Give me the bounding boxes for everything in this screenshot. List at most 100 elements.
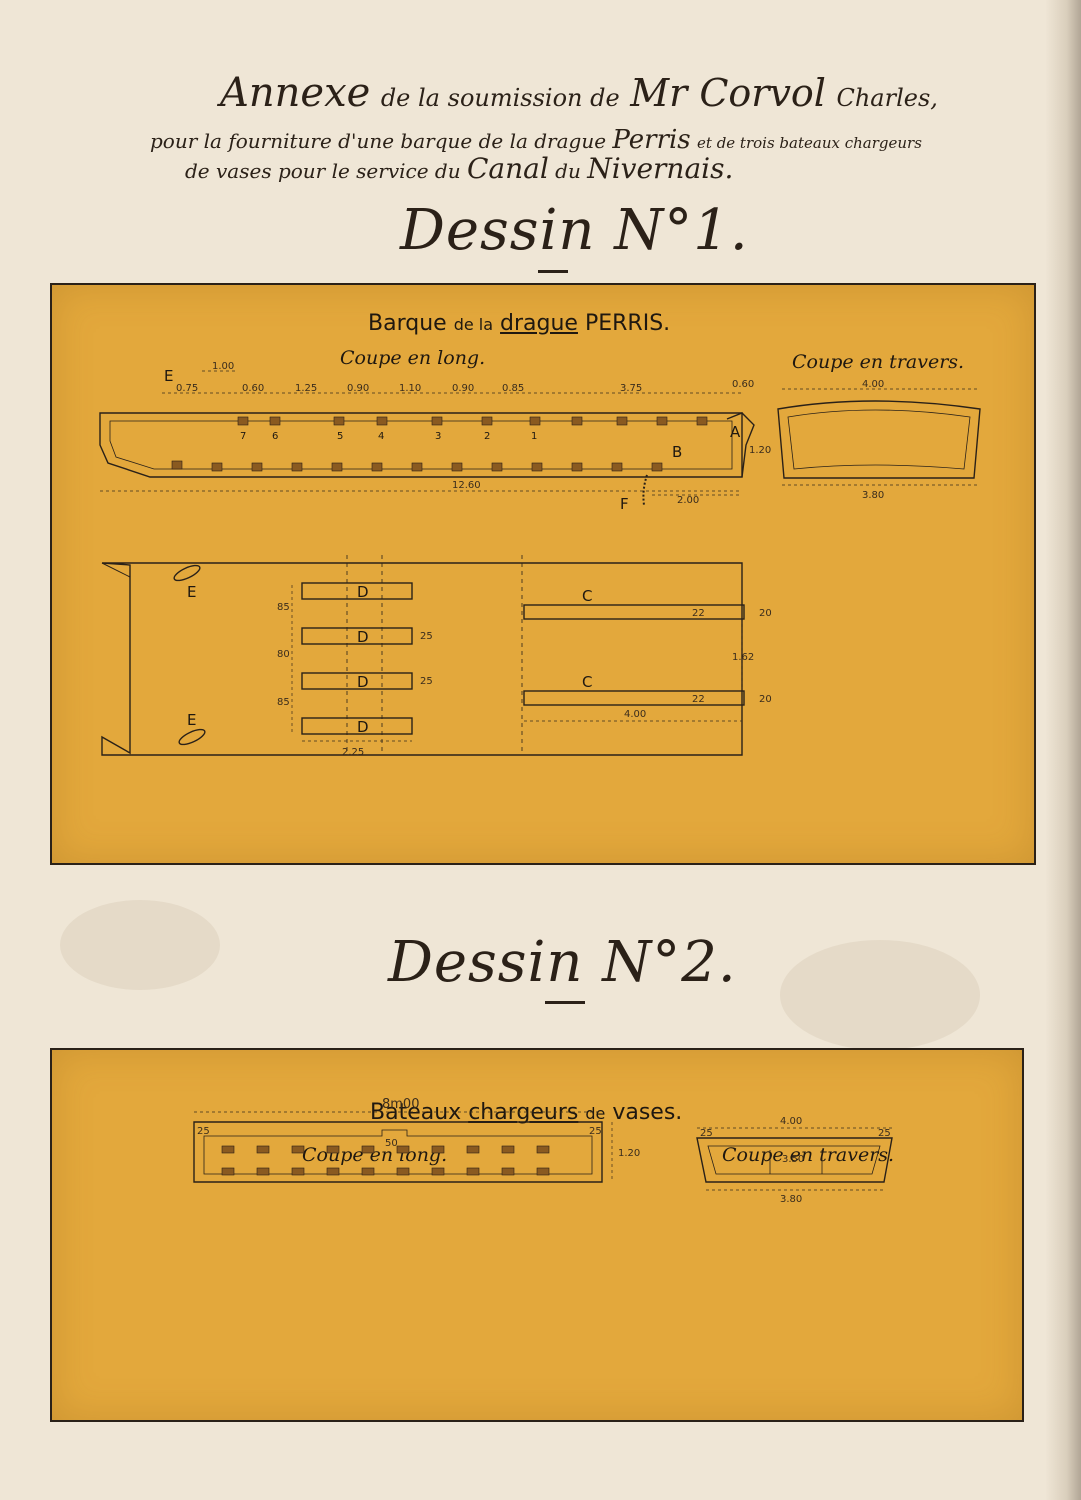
plan-dim: 80	[277, 649, 290, 660]
rib	[291, 1145, 305, 1154]
label-d: D	[357, 583, 369, 601]
rib	[491, 462, 503, 472]
rib-number: 7	[240, 431, 246, 442]
plan-dim: 85	[277, 697, 290, 708]
rib	[237, 416, 249, 426]
plan-dim: 22	[692, 608, 705, 619]
label-d: D	[357, 628, 369, 646]
rib	[611, 462, 623, 472]
header-canal: Canal	[466, 152, 549, 185]
rib	[481, 416, 493, 426]
plan-bow-line	[101, 562, 131, 578]
dim-label: 25	[589, 1126, 602, 1137]
paper-stain	[780, 940, 980, 1050]
rib	[221, 1145, 235, 1154]
beam-c	[523, 604, 745, 620]
opening-e	[173, 564, 201, 582]
rib	[291, 462, 303, 472]
dim-label: 0.85	[502, 383, 524, 394]
label-e: E	[164, 367, 173, 385]
rib	[171, 460, 183, 470]
coupe-en-travers-label: Coupe en travers.	[722, 1144, 895, 1166]
dim-label: 25	[700, 1128, 713, 1139]
rib	[529, 416, 541, 426]
panel-title-word: de	[585, 1104, 606, 1123]
cross-section-inner	[707, 1145, 881, 1175]
rib-number: 3	[435, 431, 441, 442]
rib	[501, 1145, 515, 1154]
plan-dim: 22	[692, 694, 705, 705]
header-line-3: de vases pour le service du Canal du Niv…	[185, 152, 733, 185]
rib	[571, 416, 583, 426]
rib	[536, 1145, 550, 1154]
panel-title-word: de la	[453, 315, 494, 334]
rib-number: 2	[484, 431, 490, 442]
dim-label: 0.90	[347, 383, 369, 394]
cross-section-hull	[696, 1137, 893, 1183]
header-text: du	[555, 159, 581, 183]
header-perris: Perris	[612, 125, 691, 155]
rib	[396, 1145, 410, 1154]
beam-d	[301, 672, 413, 690]
dim-label: 50	[385, 1138, 398, 1149]
plan-view-outline	[101, 562, 743, 756]
rib	[571, 462, 583, 472]
header-text: pour la fourniture d'une barque de la dr…	[150, 129, 607, 153]
dim-label: 1.10	[399, 383, 421, 394]
beam-c	[523, 690, 745, 706]
dim-length: 8m00	[382, 1097, 419, 1112]
chain-f	[642, 474, 648, 506]
hull-inner-line	[109, 420, 733, 470]
label-a: A	[730, 423, 741, 441]
header-text: et de trois bateaux chargeurs	[697, 134, 922, 152]
rib	[411, 462, 423, 472]
dim-cross-bottom: 3.80	[862, 490, 884, 501]
rib	[376, 416, 388, 426]
page-edge-shadow	[1045, 0, 1081, 1500]
rib-number: 5	[337, 431, 343, 442]
rib	[451, 462, 463, 472]
label-b: B	[672, 443, 682, 461]
rib	[431, 1167, 445, 1176]
rib	[536, 1167, 550, 1176]
rib	[291, 1167, 305, 1176]
plan-dim: 2.25	[342, 747, 364, 758]
header-text: de vases pour le service du	[185, 159, 461, 183]
dim-label: 0.60	[242, 383, 264, 394]
dim-cross-mid: 3.50	[782, 1154, 804, 1165]
barque-drawing: 1.00 0.75 0.60 1.25 0.90 1.10 0.90 0.85 …	[99, 361, 981, 758]
dim-label: 3.75	[620, 383, 642, 394]
rib	[331, 462, 343, 472]
rib	[256, 1145, 270, 1154]
rib	[466, 1145, 480, 1154]
label-d: D	[357, 718, 369, 736]
chargeur-drawing: 8m00 25 25 50 1.20 4.00 3.50 3.80 25 25	[193, 1097, 893, 1205]
dim-length: 12.60	[452, 480, 481, 491]
header-annexe: Annexe	[220, 70, 371, 116]
panel-title-word: drague	[500, 311, 578, 336]
beam-d	[301, 627, 413, 645]
coupe-en-travers-label: Coupe en travers.	[792, 351, 965, 373]
bow-outline	[726, 412, 755, 478]
panel-title-word: Barque	[368, 311, 447, 336]
rib	[326, 1167, 340, 1176]
rib	[251, 462, 263, 472]
plan-dim: 1.62	[732, 652, 754, 663]
cross-section-hull	[777, 400, 981, 479]
label-e: E	[187, 711, 196, 729]
rib	[333, 416, 345, 426]
dim-label: 25	[878, 1128, 891, 1139]
rib-number: 4	[378, 431, 384, 442]
dim-stern: 2.00	[677, 495, 699, 506]
dessin-1-panel: Barque de la drague PERRIS. Coupe en lon…	[50, 283, 1036, 865]
dim-label: 1.00	[212, 361, 234, 372]
rib	[326, 1145, 340, 1154]
dim-label: 0.90	[452, 383, 474, 394]
panel-title-word: vases.	[612, 1100, 683, 1125]
plan-dim: 85	[277, 602, 290, 613]
dim-label: 0.75	[176, 383, 198, 394]
rib	[371, 462, 383, 472]
header-line-2: pour la fourniture d'une barque de la dr…	[150, 125, 922, 155]
coupe-en-long-label: Coupe en long.	[340, 347, 486, 369]
title-rule	[538, 270, 568, 273]
